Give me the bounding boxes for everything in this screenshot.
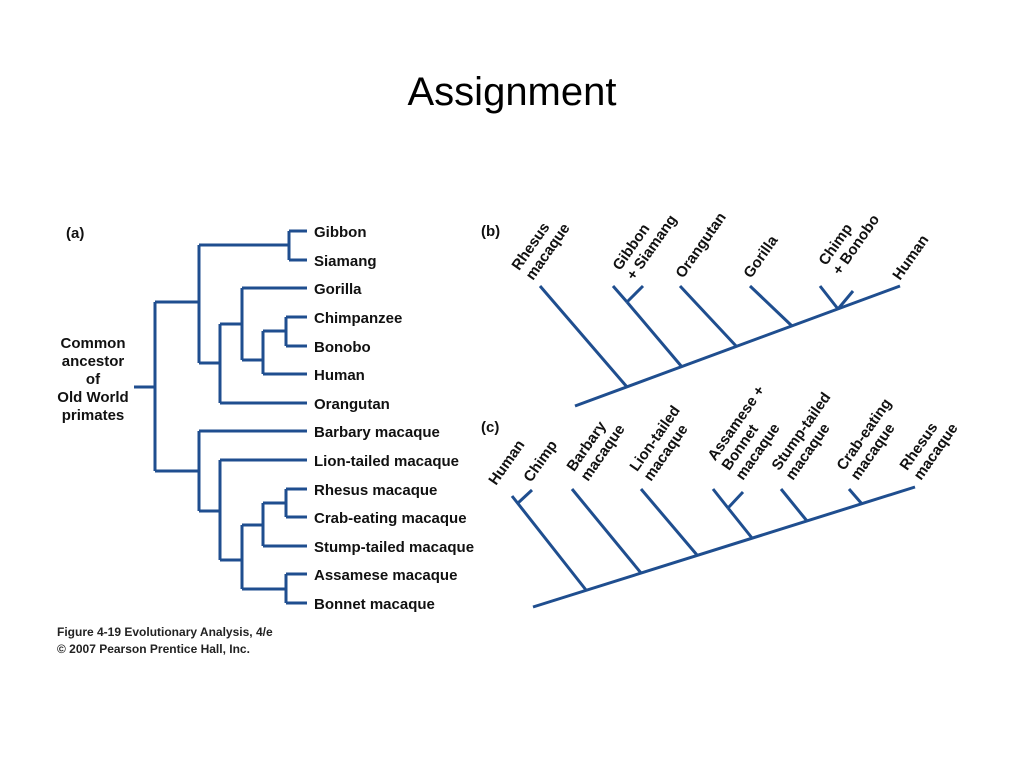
panel-a-tree (134, 229, 307, 605)
branch-gorilla (748, 284, 794, 328)
branch-gibbon-siamang (625, 301, 684, 368)
figure-caption: Figure 4-19 Evolutionary Analysis, 4/e (57, 625, 273, 639)
leaf-label: Siamang (314, 253, 377, 270)
leaf-label-group: Chimp + Bonobo (815, 212, 883, 279)
branch-bonobo (836, 290, 855, 310)
branch-crab-eating-macaque (847, 488, 864, 505)
leaf-label: Human (485, 437, 528, 488)
leaf-label-group: Lion-tailed macaque (626, 403, 691, 485)
branch-assamese-bonnet (726, 507, 754, 539)
branch-chimp (516, 488, 534, 505)
branch-siamang (625, 284, 645, 304)
leaf-label: Gorilla (314, 281, 362, 298)
leaf-label-group: Rhesus macaque (896, 419, 961, 483)
panel-b-label: (b) (481, 223, 500, 240)
leaf-label: Barbary macaque (314, 424, 440, 441)
branch-chimp (818, 285, 840, 310)
leaf-label-group: Barbary macaque (563, 418, 628, 484)
leaf-label: Orangutan (314, 396, 390, 413)
leaf-label-group: Rhesus macaque (508, 219, 573, 283)
leaf-label-group: Stump-tailed macaque (768, 389, 834, 483)
branch-assamese (711, 488, 730, 509)
copyright-line: © 2007 Pearson Prentice Hall, Inc. (57, 642, 250, 656)
panel-c-backbone (532, 485, 916, 609)
root-label-line: Old World (57, 389, 128, 406)
panel-b-tree (538, 284, 901, 408)
leaf-label: Chimpanzee (314, 310, 402, 327)
branch-barbary-macaque (570, 488, 643, 574)
leaf-label-group: Chimp (520, 437, 561, 485)
leaf-label: Bonnet macaque (314, 596, 435, 613)
root-label-line: primates (62, 407, 125, 424)
root-label-line: of (86, 371, 101, 388)
leaf-label: Lion-tailed macaque (314, 453, 459, 470)
leaf-label: Human (889, 232, 932, 283)
leaf-label: Human (314, 367, 365, 384)
branch-lion-tailed-macaque (639, 488, 699, 556)
leaf-label: Chimp (520, 437, 561, 485)
panel-c-tree (510, 485, 916, 609)
leaf-label: Crab-eating macaque (314, 510, 467, 527)
panel-a-label: (a) (66, 225, 84, 242)
branch-orangutan (678, 284, 739, 349)
panel-a-leaf-labels: Gibbon Siamang Gorilla Chimpanzee Bonobo… (314, 224, 474, 613)
leaf-label: Bonobo (314, 339, 371, 356)
branch-human (510, 495, 588, 591)
leaf-label: Gibbon (314, 224, 367, 241)
root-label-line: ancestor (62, 353, 125, 370)
leaf-label: Assamese macaque (314, 567, 457, 584)
leaf-label-group: Crab-eating macaque (833, 396, 898, 484)
leaf-label: Orangutan (672, 209, 729, 281)
root-label: Common ancestor of Old World primates (57, 335, 128, 424)
root-label-line: Common (61, 335, 126, 352)
leaf-label-group: Human (485, 437, 528, 488)
branch-rhesus-macaque (538, 285, 629, 388)
leaf-label-group: Human (889, 232, 932, 283)
panel-c-leaf-labels: Human Chimp Barbary macaque Lion-tailed … (485, 382, 961, 488)
branch-gibbon (611, 285, 629, 303)
branch-stump-tailed-macaque (779, 488, 809, 522)
slide-title: Assignment (407, 70, 617, 114)
leaf-label: Gorilla (740, 232, 782, 281)
panel-b-leaf-labels: Rhesus macaque Gibbon + Siamang Oranguta… (508, 209, 932, 284)
leaf-label: Stump-tailed macaque (314, 539, 474, 556)
branch-bonnet (726, 490, 745, 510)
leaf-label-group: Gibbon + Siamang (609, 212, 680, 284)
panel-c-label: (c) (481, 419, 499, 436)
leaf-label: Rhesus macaque (314, 482, 437, 499)
leaf-label-group: Orangutan (672, 209, 729, 281)
leaf-label-group: Gorilla (740, 232, 782, 281)
